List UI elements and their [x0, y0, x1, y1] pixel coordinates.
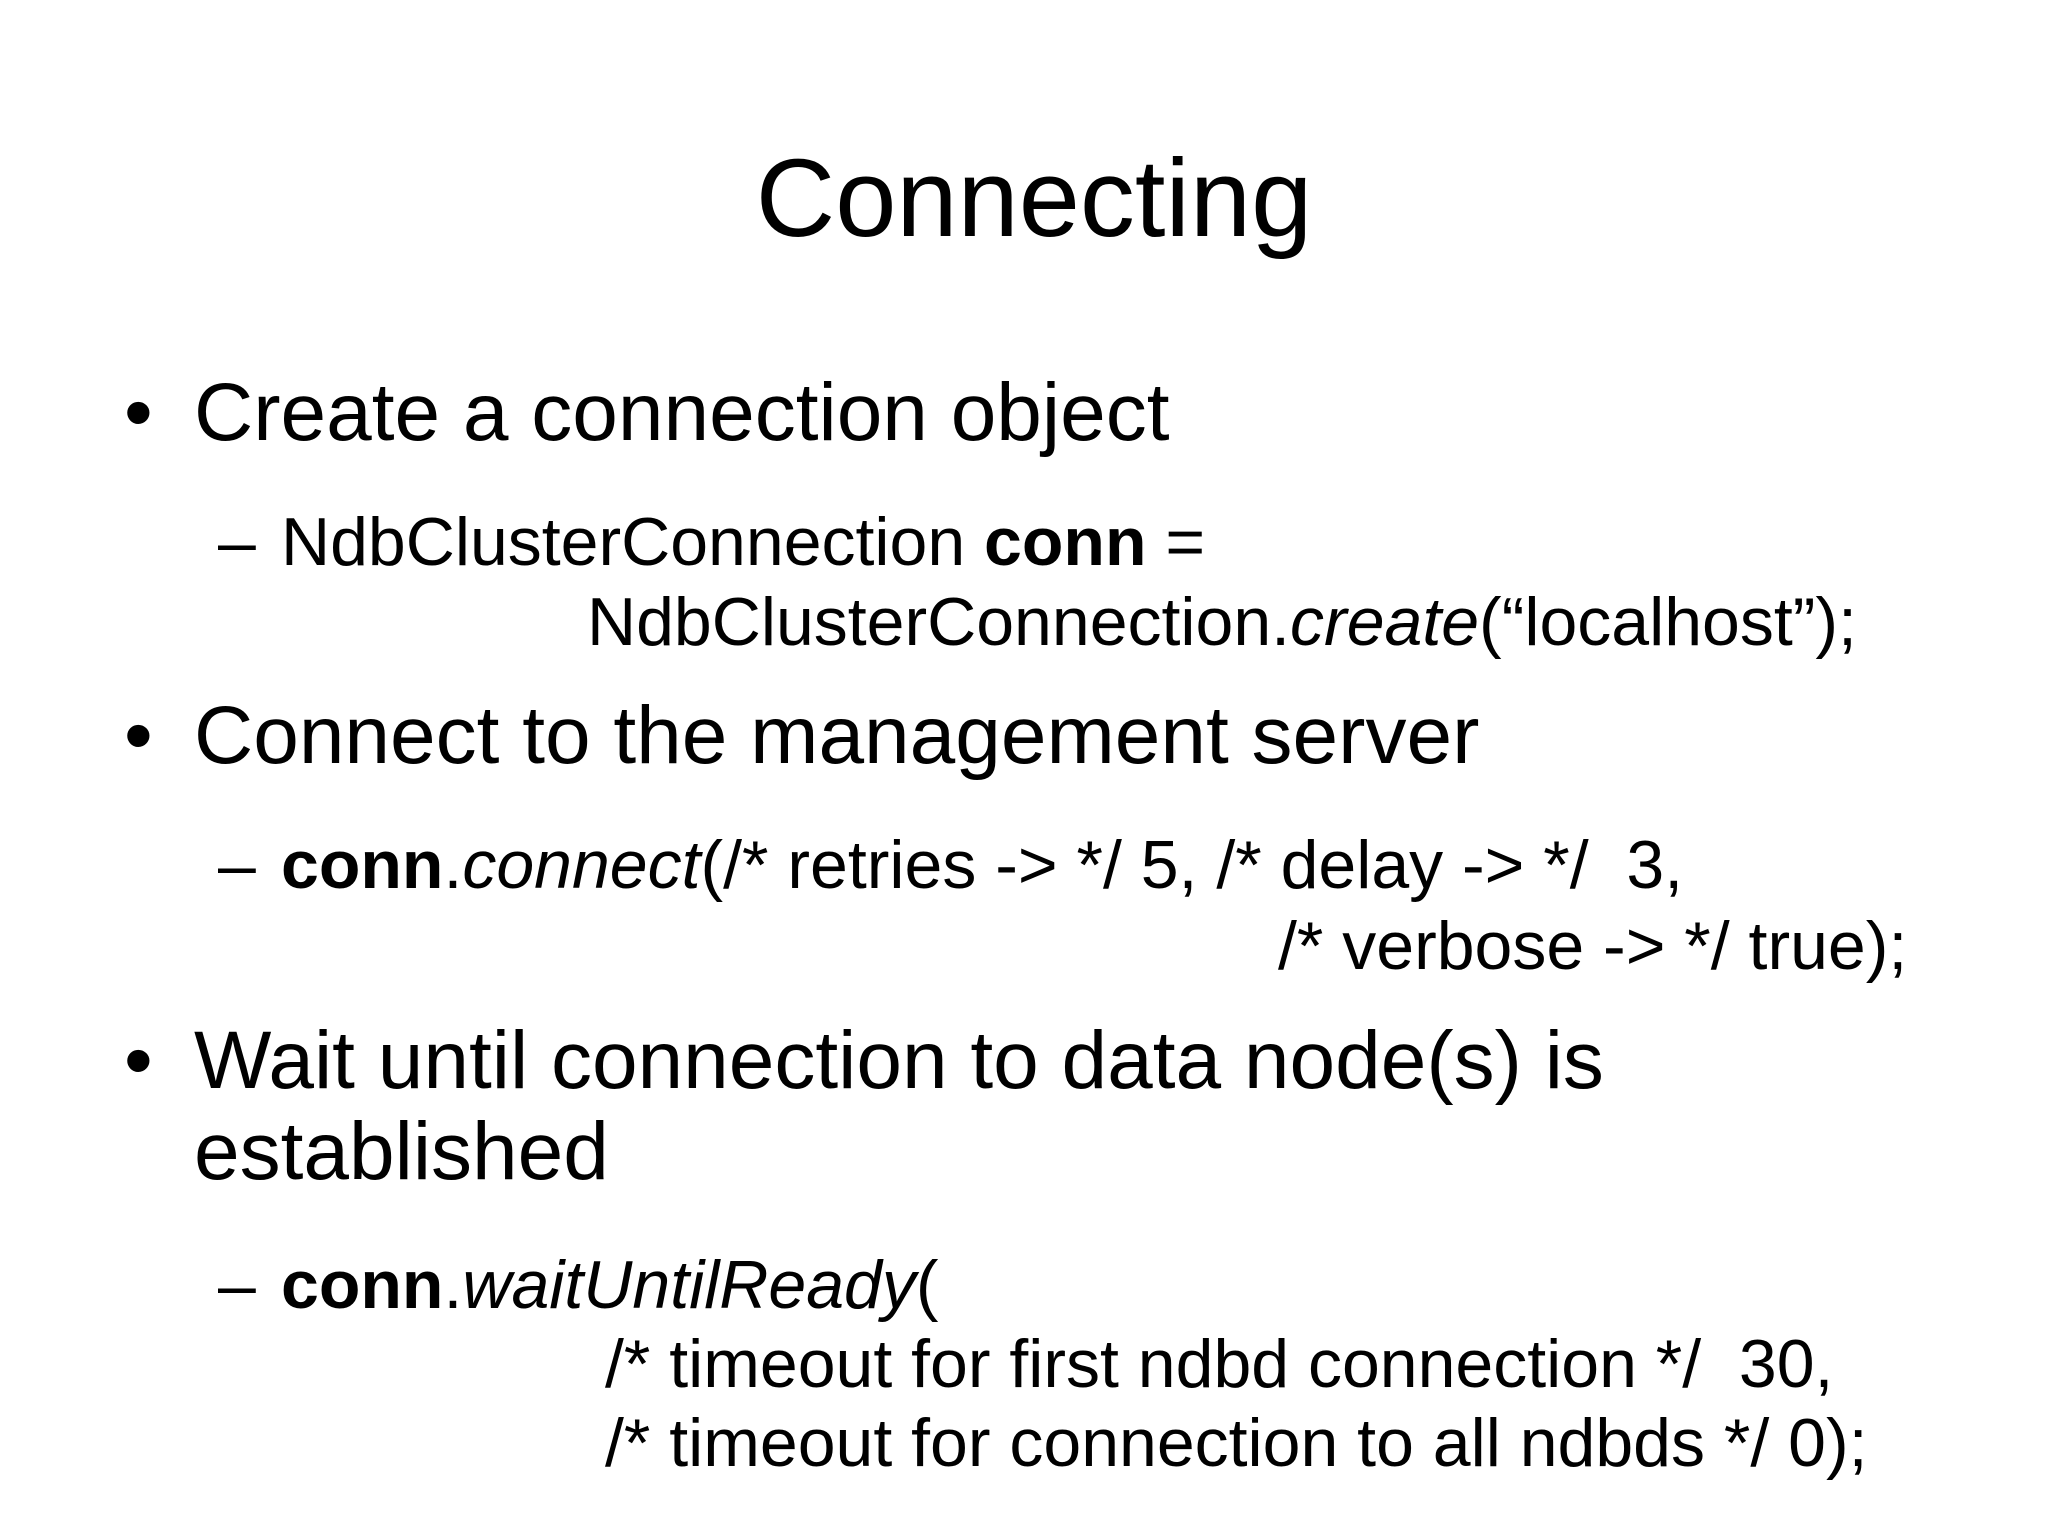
bullet-marker: • — [124, 690, 153, 781]
slide-title: Connecting — [755, 137, 1313, 260]
bullet-marker: • — [124, 1015, 153, 1106]
bullet-wait-ready-2: established — [194, 1106, 609, 1197]
code-line-connect-1: conn.connect(/* retries -> */ 5, /* dela… — [281, 827, 1684, 903]
code-line-create-1: NdbClusterConnection conn = — [281, 504, 1206, 580]
bullet-marker: • — [124, 367, 153, 458]
code-line-wait-1: conn.waitUntilReady( — [281, 1247, 939, 1323]
sub-bullet-marker: – — [218, 827, 256, 903]
sub-bullet-marker: – — [218, 504, 256, 580]
bullet-connect-mgmt: Connect to the management server — [194, 690, 1480, 781]
bullet-create-connection: Create a connection object — [194, 367, 1170, 458]
sub-bullet-marker: – — [218, 1247, 256, 1323]
code-line-wait-2: /* timeout for first ndbd connection */ … — [605, 1326, 1834, 1402]
code-line-connect-2: /* verbose -> */ true); — [1278, 908, 1908, 984]
code-line-create-2: NdbClusterConnection.create(“localhost”)… — [587, 584, 1857, 660]
bullet-wait-ready-1: Wait until connection to data node(s) is — [194, 1015, 1604, 1106]
code-line-wait-3: /* timeout for connection to all ndbds *… — [605, 1405, 1868, 1481]
